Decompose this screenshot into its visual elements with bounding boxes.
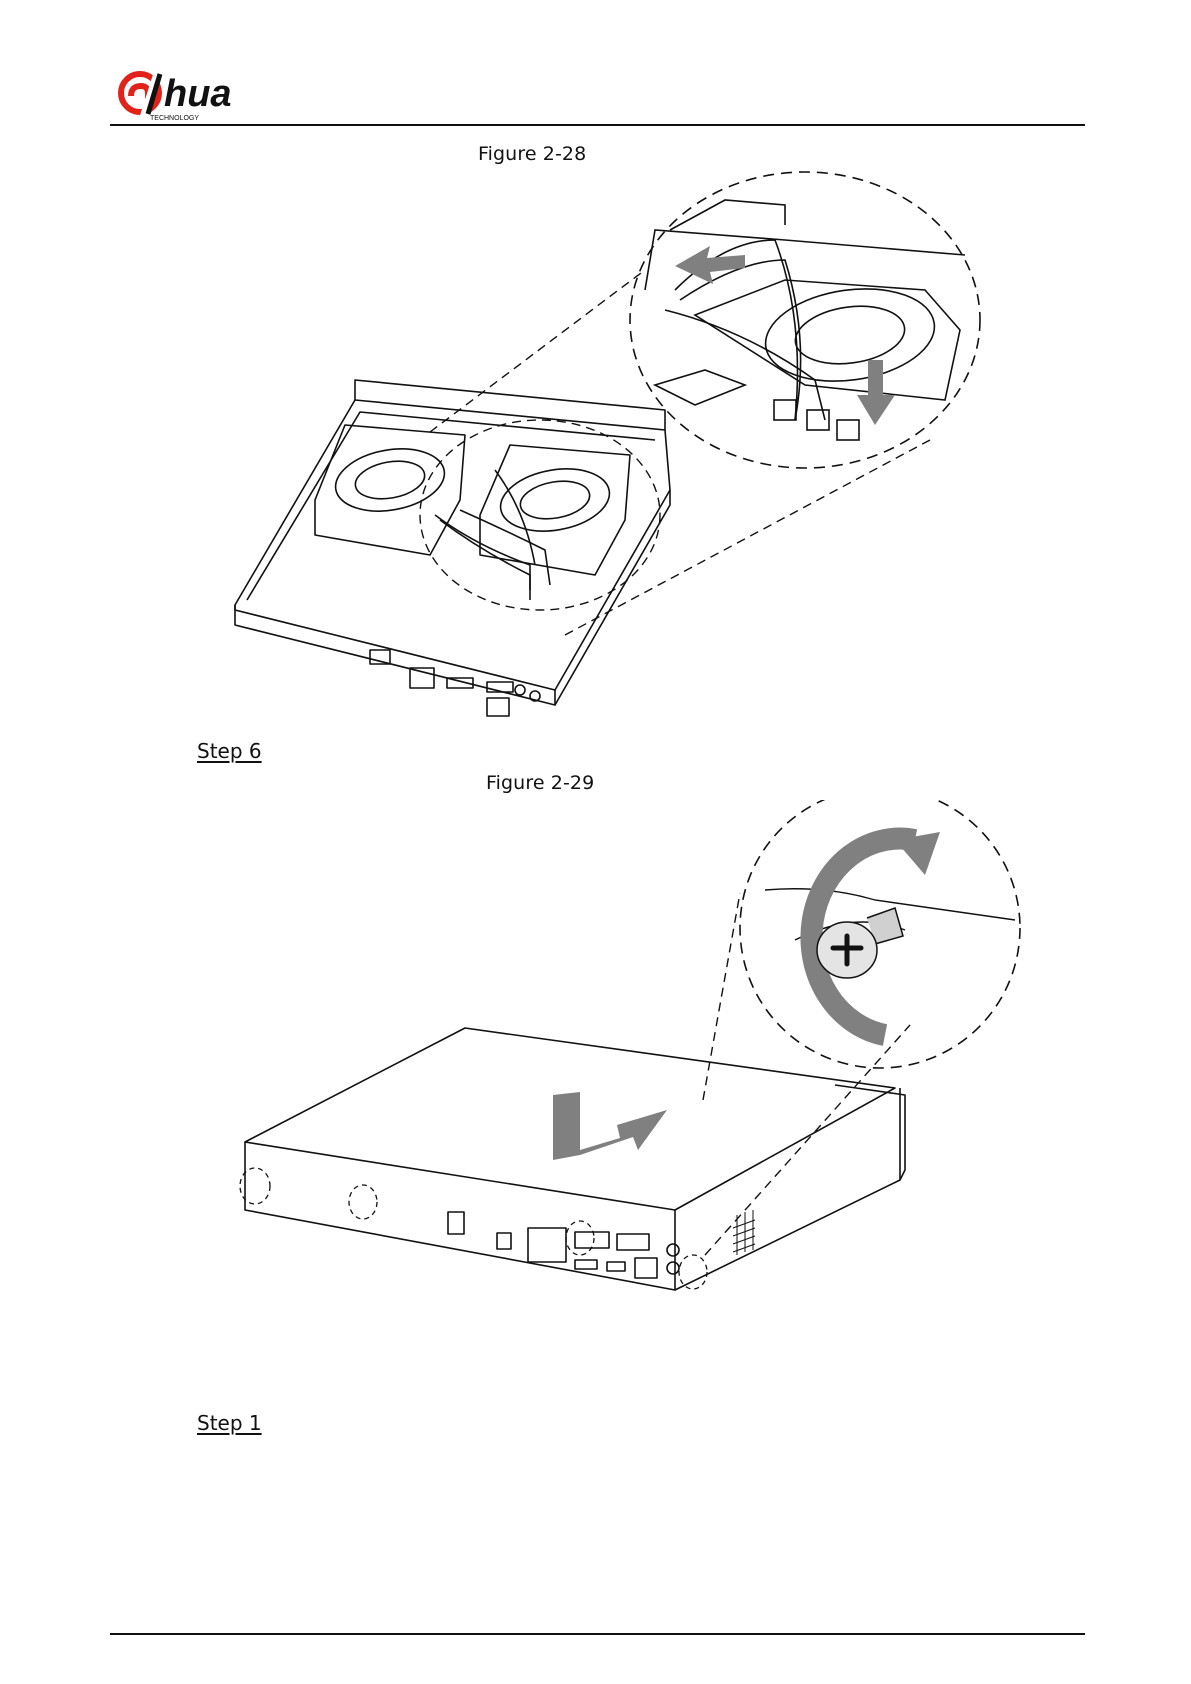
step-6-label: Step 6 [197, 739, 262, 763]
dahua-logo-mark [121, 72, 160, 116]
header-rule [110, 124, 1085, 126]
hdd-install-illustration [225, 170, 1045, 740]
figure-caption-2-28: Figure 2-28 [478, 143, 586, 165]
figure-caption-2-29: Figure 2-29 [486, 772, 594, 794]
dahua-logo: hua TECHNOLOGY [118, 66, 268, 124]
svg-text:hua: hua [164, 73, 232, 115]
logo-subtext: TECHNOLOGY [150, 115, 199, 122]
step-1-label: Step 1 [197, 1411, 262, 1435]
footer-rule [110, 1633, 1085, 1635]
cover-screw-illustration [235, 800, 1045, 1295]
